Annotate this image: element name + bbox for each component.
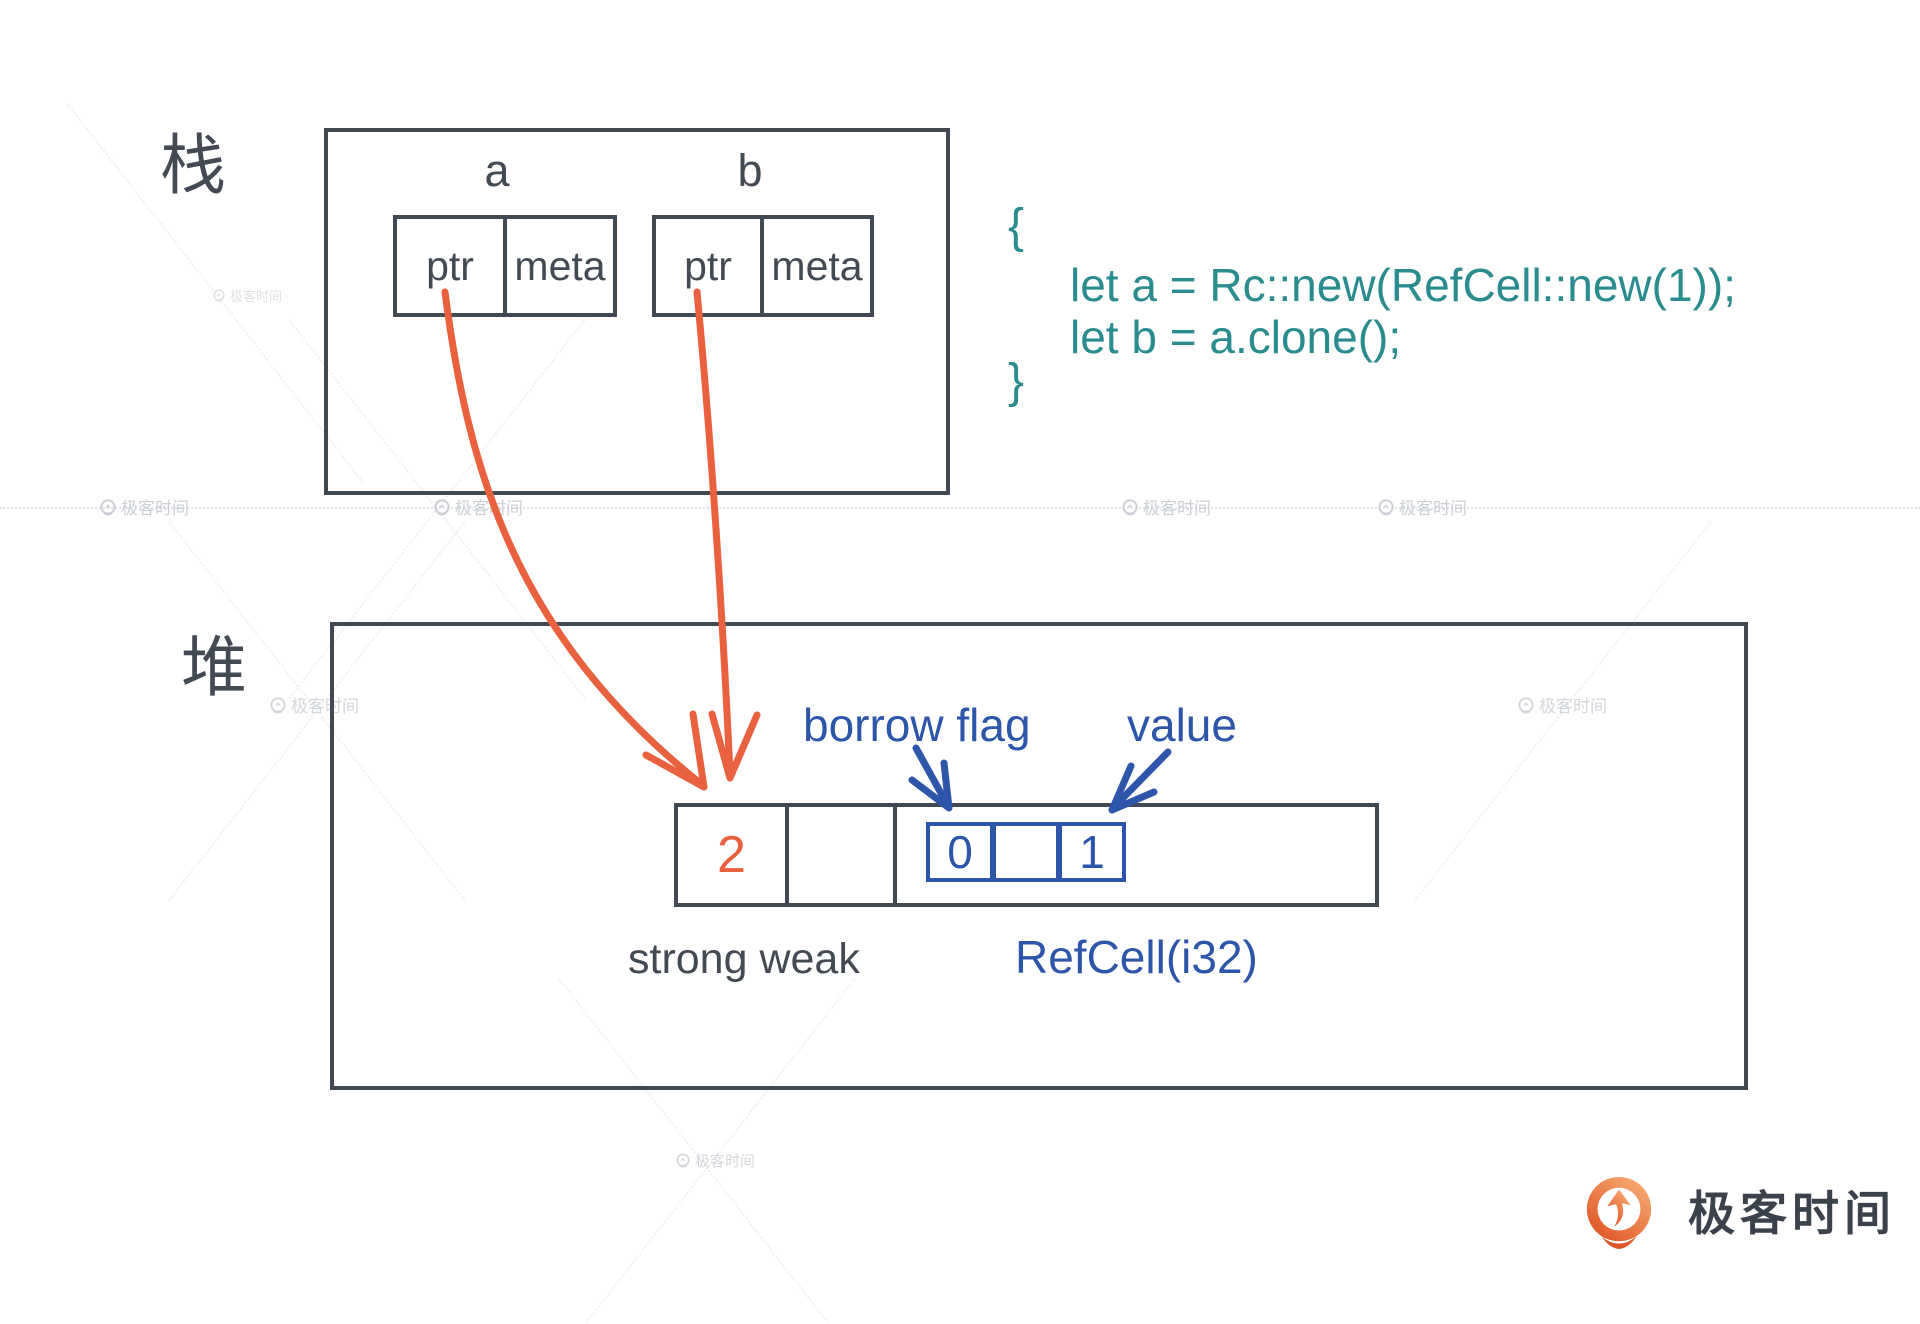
geektime-watermark: 极客时间 bbox=[434, 499, 523, 517]
watermark-label: 极客时间 bbox=[1399, 498, 1467, 518]
geektime-watermark-icon bbox=[434, 499, 450, 516]
geektime-watermark-icon bbox=[676, 1153, 690, 1168]
geektime-watermark-icon bbox=[270, 697, 286, 714]
stack-a-meta-cell: meta bbox=[503, 215, 617, 317]
strong-count: 2 bbox=[717, 826, 746, 884]
strong-weak-label: strong weak bbox=[628, 935, 860, 983]
watermark-label: 极客时间 bbox=[455, 498, 523, 518]
stack-a-meta-text: meta bbox=[514, 242, 606, 289]
watermark-label: 极客时间 bbox=[291, 696, 359, 716]
watermark-label: 极客时间 bbox=[230, 288, 283, 304]
geektime-watermark: 极客时间 bbox=[270, 697, 359, 715]
refcell-middle-box bbox=[992, 822, 1060, 882]
value-box: 1 bbox=[1058, 822, 1126, 882]
code-brace-close: } bbox=[1008, 355, 1025, 408]
stack-b-ptr-cell: ptr bbox=[652, 215, 764, 317]
geektime-watermark: 极客时间 bbox=[1122, 499, 1211, 517]
geektime-logo-icon bbox=[1586, 1176, 1652, 1250]
watermark-label: 极客时间 bbox=[1539, 696, 1607, 716]
geektime-watermark: 极客时间 bbox=[1518, 697, 1607, 715]
geektime-watermark: 极客时间 bbox=[676, 1153, 755, 1169]
geektime-watermark: 极客时间 bbox=[213, 289, 282, 303]
geektime-watermark-icon bbox=[1378, 499, 1394, 516]
heap-box bbox=[330, 622, 1748, 1090]
code-line-2: let b = a.clone(); bbox=[1070, 311, 1402, 363]
stack-b-ptr-text: ptr bbox=[684, 242, 732, 289]
watermark-label: 极客时间 bbox=[695, 1152, 756, 1170]
dotted-separator bbox=[0, 507, 1920, 509]
geektime-logo-text: 极客时间 bbox=[1688, 1186, 1896, 1240]
stack-a-ptr-cell: ptr bbox=[393, 215, 507, 317]
heap-weak-cell bbox=[785, 803, 897, 907]
value-label: value bbox=[1127, 699, 1237, 751]
geektime-watermark-icon bbox=[1518, 697, 1534, 714]
watermark-label: 极客时间 bbox=[1143, 498, 1211, 518]
geektime-logo: 极客时间 bbox=[1580, 1176, 1896, 1250]
geektime-watermark: 极客时间 bbox=[100, 499, 189, 517]
watermark-label: 极客时间 bbox=[121, 498, 189, 518]
geektime-watermark: 极客时间 bbox=[1378, 499, 1467, 517]
code-brace-open: { bbox=[1008, 200, 1025, 253]
stack-b-meta-text: meta bbox=[771, 242, 863, 289]
var-a-label: a bbox=[484, 145, 510, 196]
code-line-1: let a = Rc::new(RefCell::new(1)); bbox=[1070, 259, 1736, 311]
stack-region-label: 栈 bbox=[160, 128, 226, 202]
heap-strong-cell: 2 bbox=[674, 803, 789, 907]
borrow-flag-value: 0 bbox=[947, 826, 973, 878]
geektime-watermark-icon bbox=[100, 499, 116, 516]
var-b-label: b bbox=[737, 145, 763, 196]
geektime-watermark-icon bbox=[1122, 499, 1138, 516]
borrow-flag-label: borrow flag bbox=[803, 699, 1031, 751]
heap-region-label: 堆 bbox=[181, 630, 247, 704]
geektime-watermark-icon bbox=[213, 289, 225, 302]
borrow-flag-box: 0 bbox=[926, 822, 994, 882]
refcell-type-label: RefCell(i32) bbox=[1015, 931, 1258, 983]
stack-b-meta-cell: meta bbox=[760, 215, 874, 317]
value-value: 1 bbox=[1079, 826, 1105, 878]
stack-a-ptr-text: ptr bbox=[426, 242, 474, 289]
